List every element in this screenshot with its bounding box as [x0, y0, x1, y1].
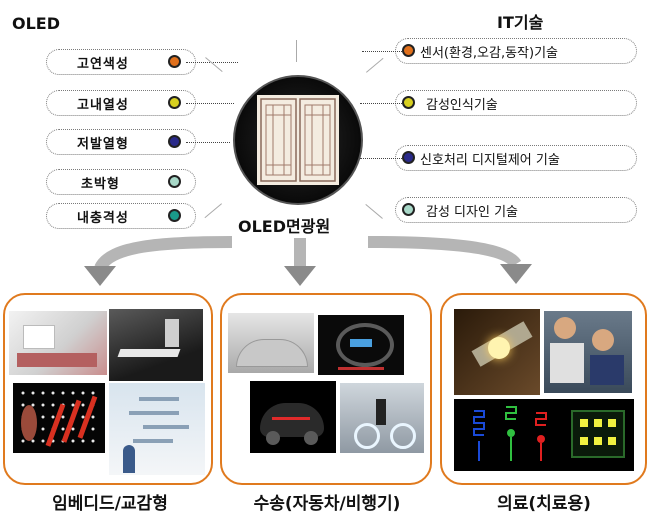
patient-therapy-photo: [544, 311, 632, 393]
airplane-cabin-photo: [228, 313, 314, 373]
it-pill-emotion-design: 감성 디자인 기술: [395, 197, 637, 223]
category-transport-label: 수송(자동차/비행기): [253, 494, 401, 514]
navy-dot-icon: [402, 151, 415, 164]
mint-dot-icon: [168, 175, 181, 188]
it-pill-signal-processing: 신호처리 디지털제어 기술: [395, 145, 637, 171]
arrow-down-icon: [284, 266, 316, 286]
yellow-dot-icon: [168, 96, 181, 109]
hanging-lamp-photo: [109, 383, 205, 475]
oled-heading: OLED: [12, 14, 61, 33]
connector-line: [360, 103, 402, 104]
arrow-down-icon: [84, 266, 116, 286]
orange-dot-icon: [402, 44, 415, 57]
it-label: 감성 디자인 기술: [426, 204, 518, 220]
it-label: 감성인식기술: [426, 97, 498, 113]
connector-line: [360, 158, 402, 159]
connector-line: [186, 62, 238, 63]
light-ray: [205, 57, 223, 72]
bedroom-photo: [9, 311, 107, 375]
panel-medical: [440, 293, 647, 485]
panel-transport: [220, 293, 432, 485]
dark-room-photo: [109, 309, 203, 381]
cyclist-photo: [340, 383, 424, 453]
light-ray: [365, 204, 383, 219]
connector-line: [362, 51, 402, 52]
it-label: 신호처리 디지털제어 기술: [420, 152, 560, 168]
feature-label: 저발열형: [77, 136, 129, 152]
category-medical-label: 의료(치료용): [497, 494, 591, 514]
navy-dot-icon: [168, 135, 181, 148]
it-pill-sensor: 센서(환경,오감,동작)기술: [395, 38, 637, 64]
steering-wheel-photo: [318, 315, 404, 375]
light-ray: [366, 57, 384, 73]
center-label: OLED면광원: [238, 217, 331, 236]
connector-line: [186, 103, 234, 104]
branch-arrows: [84, 236, 532, 286]
concept-car-photo: [250, 381, 336, 453]
light-ray: [296, 40, 297, 62]
mint-dot-icon: [402, 203, 415, 216]
connector-line: [186, 142, 230, 143]
feature-label: 초박형: [81, 176, 120, 192]
oled-patterns-photo: [454, 399, 634, 471]
yellow-dot-icon: [402, 96, 415, 109]
feature-label: 고연색성: [77, 56, 129, 72]
feature-label: 고내열성: [77, 97, 129, 113]
oled-panel-image: [233, 75, 363, 205]
flexible-oled-photo: [454, 309, 540, 395]
it-label: 센서(환경,오감,동작)기술: [420, 45, 559, 61]
it-tech-heading: IT기술: [497, 13, 544, 32]
category-embedded-label: 임베디드/교감형: [52, 494, 168, 514]
teal-dot-icon: [168, 209, 181, 222]
led-wall-photo: [13, 383, 105, 453]
light-ray: [204, 203, 222, 219]
lattice-window-icon: [257, 95, 339, 185]
feature-label: 내충격성: [77, 210, 129, 226]
panel-embedded: [3, 293, 213, 485]
it-pill-emotion-recognition: 감성인식기술: [395, 90, 637, 116]
orange-dot-icon: [168, 55, 181, 68]
arrow-down-icon: [500, 264, 532, 284]
feature-pill-ultra-thin: 초박형: [46, 169, 196, 195]
